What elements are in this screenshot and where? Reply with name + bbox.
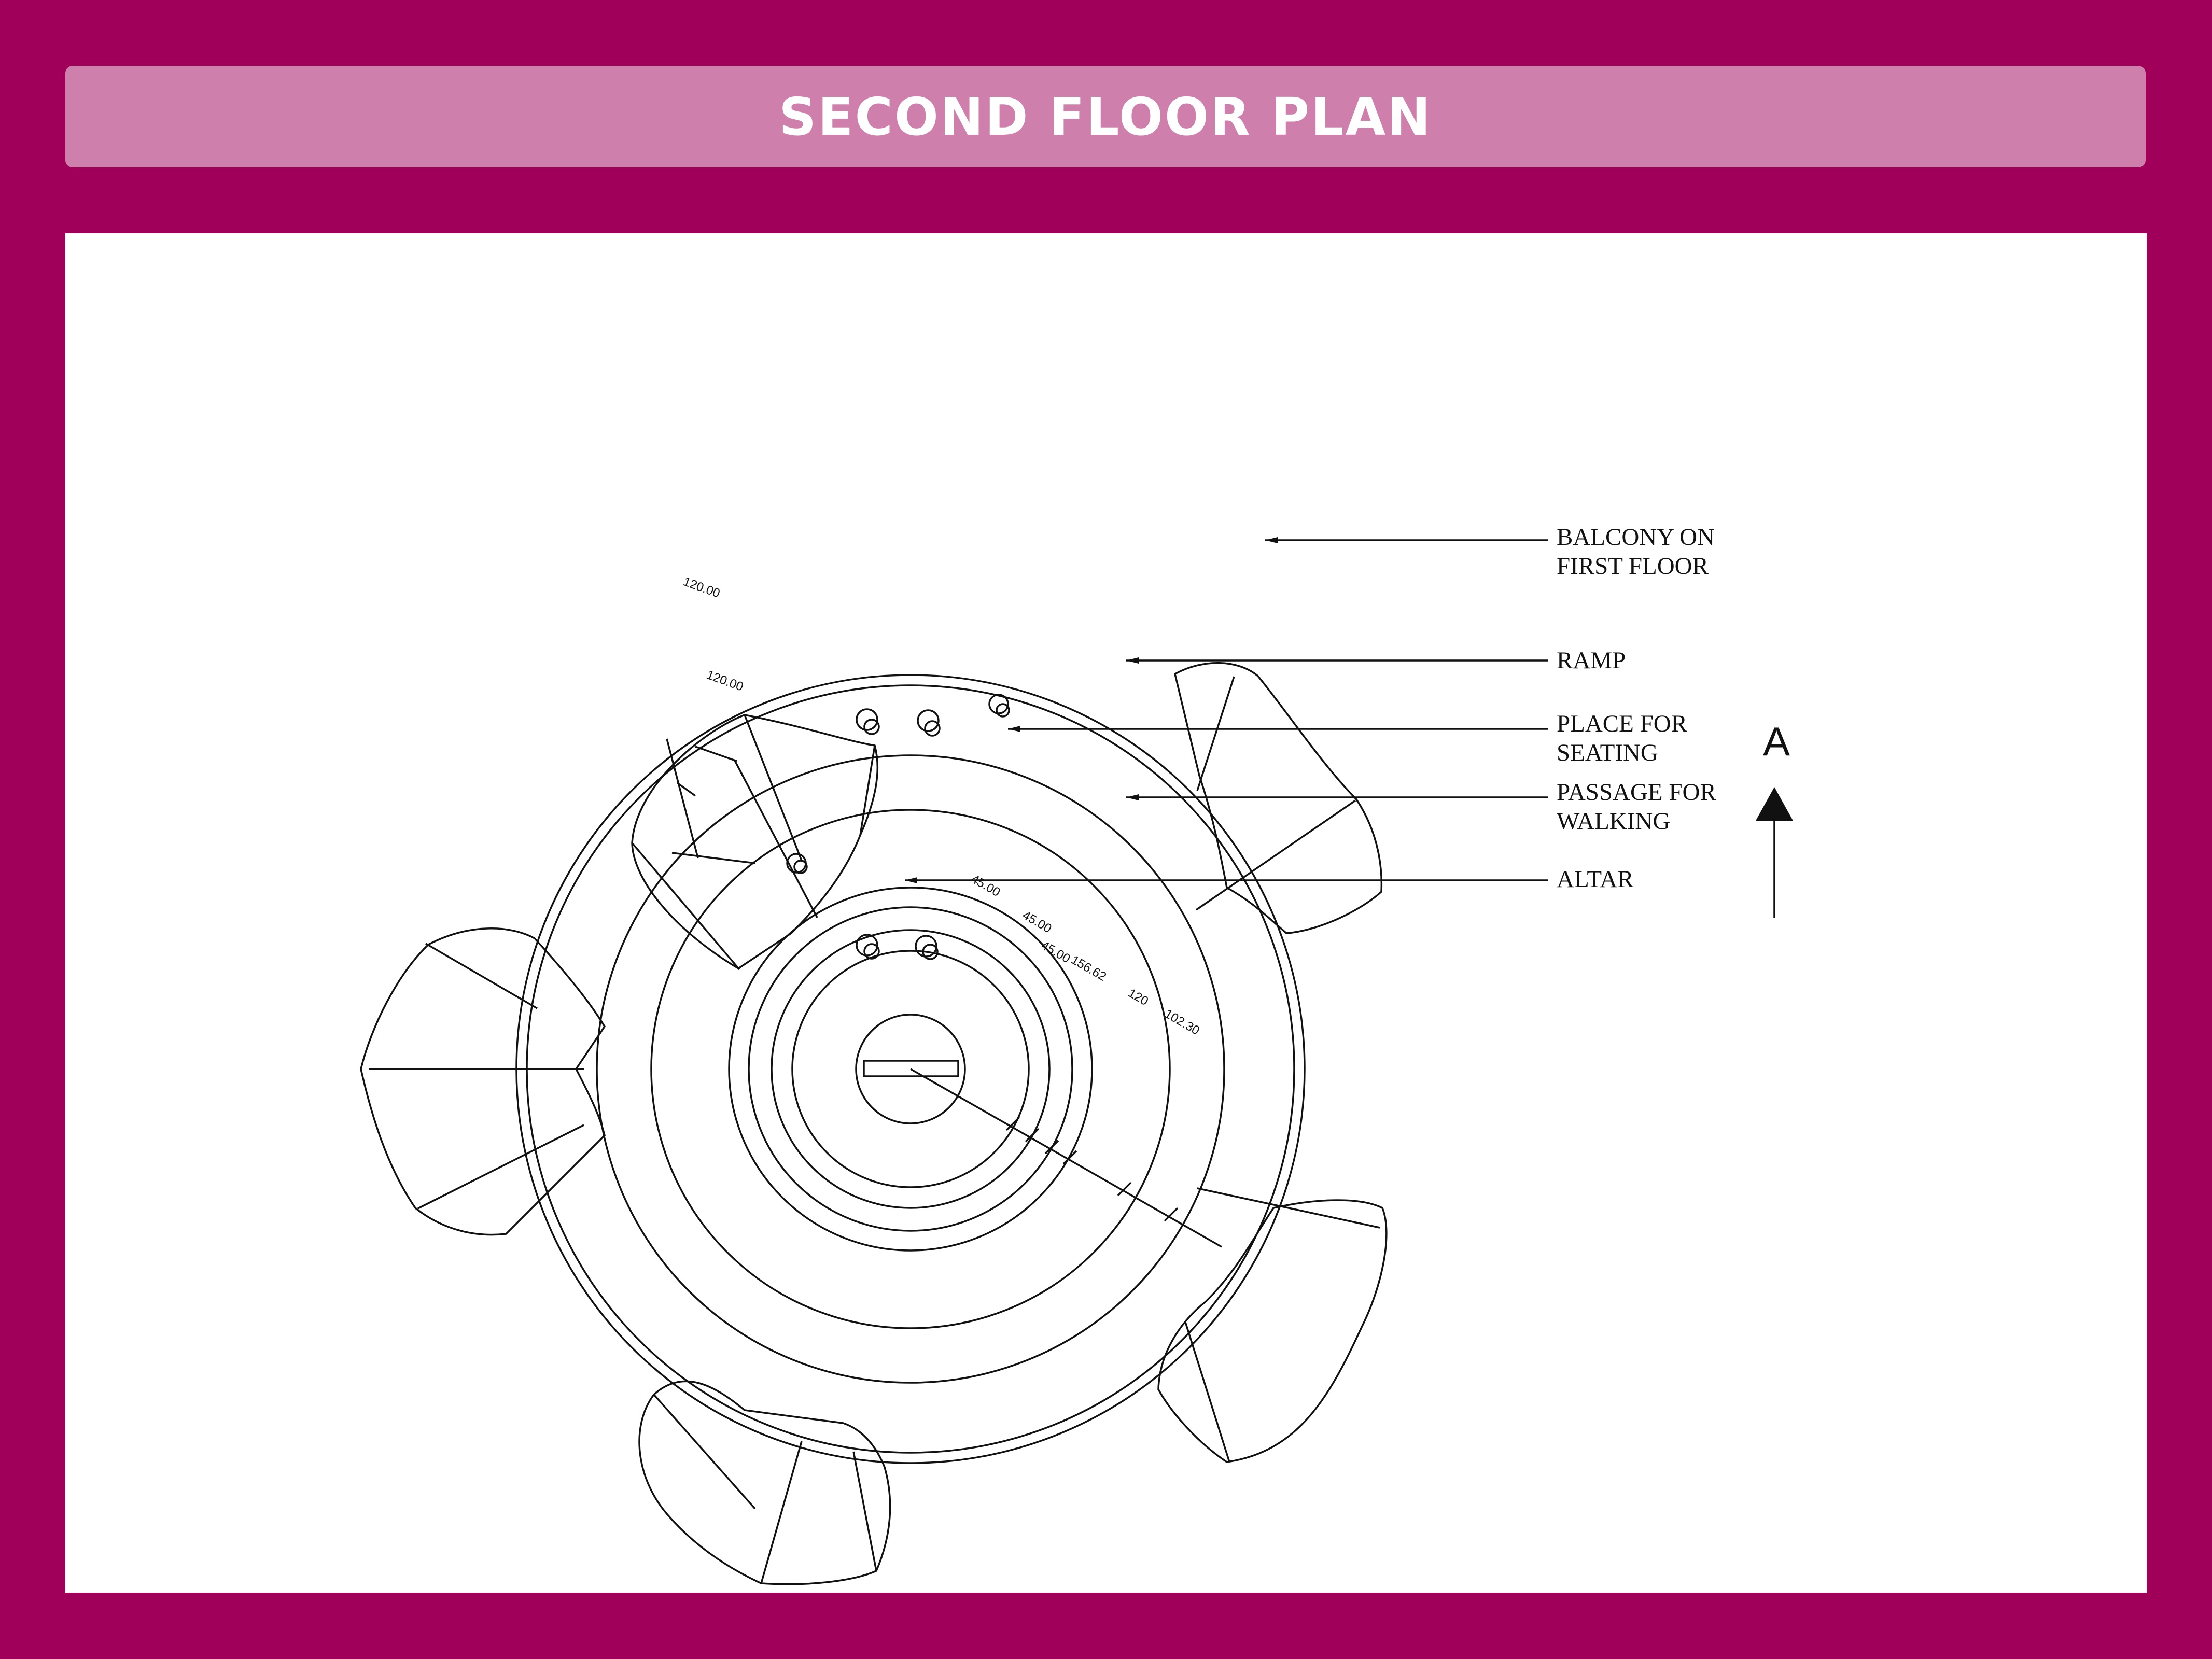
north-arrow-head	[1756, 787, 1793, 821]
dimension-label: 45.00	[1039, 938, 1073, 966]
floor-plan-drawing: 120.00 120.00 45.00 45.00 45.00 156.62 1…	[360, 537, 1793, 1585]
dimension-ticks	[1005, 1116, 1179, 1222]
radial-dimension-line	[910, 1068, 1222, 1248]
balcony-petal-dividers	[369, 676, 1380, 1584]
seating-figures	[786, 694, 1010, 960]
page-title: SECOND FLOOR PLAN	[779, 86, 1432, 147]
altar-table	[863, 1060, 959, 1077]
dimension-label: 120	[1126, 986, 1151, 1008]
dimension-label: 45.00	[969, 872, 1003, 899]
balcony-petal-bottom	[638, 1380, 891, 1585]
balcony-petal-lower-right	[1157, 1199, 1388, 1463]
balcony-petals	[360, 662, 1388, 1585]
balcony-petal-upper-right	[1173, 662, 1383, 934]
dimension-label: 156.62	[1069, 953, 1109, 984]
callout-ramp: RAMP	[1557, 647, 1626, 674]
callout-passage: PASSAGE FOR WALKING	[1557, 779, 1716, 835]
ramp-entry	[666, 738, 818, 918]
outer-wall	[515, 674, 1306, 1464]
north-arrow-label: A	[1762, 719, 1790, 764]
callout-balcony: BALCONY ON FIRST FLOOR	[1557, 524, 1715, 580]
dimension-label: 120.00	[681, 574, 722, 600]
callout-altar: ALTAR	[1557, 866, 1634, 893]
title-bar: SECOND FLOOR PLAN	[65, 66, 2146, 167]
ramp-rings	[596, 754, 1225, 1384]
balcony-petal-top	[631, 714, 879, 970]
callout-seating: PLACE FOR SEATING	[1557, 710, 1688, 766]
dimension-label: 120.00	[705, 668, 745, 694]
callout-leaders	[905, 539, 1548, 881]
drawing-panel: 120.00 120.00 45.00 45.00 45.00 156.62 1…	[65, 233, 2147, 1593]
dimension-label: 45.00	[1020, 908, 1054, 936]
balcony-petal-left	[360, 927, 606, 1236]
